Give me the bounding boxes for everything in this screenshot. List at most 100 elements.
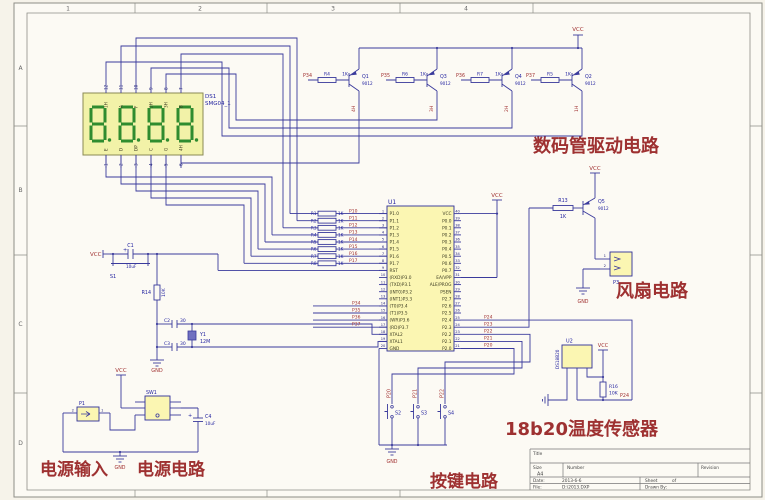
wire — [391, 348, 515, 404]
pullup-net-label: P17 — [349, 258, 358, 264]
mcu-pin-name: EA/VPP — [436, 275, 452, 281]
mcu-pin-name: GND — [390, 346, 401, 352]
mcu-pin-name: P2.7 — [442, 296, 452, 302]
mcu-pin-name: P0.7 — [442, 268, 452, 274]
sensor-net-label: P24 — [620, 393, 629, 399]
display-bottom-pin-name: G — [164, 148, 169, 151]
mcu-pin-name: P0.5 — [442, 254, 452, 260]
power-connector-arrow — [81, 411, 91, 417]
pullup-value: 1K — [338, 240, 344, 245]
display-top-pin-name: F — [134, 105, 139, 108]
driver-net-label: P36 — [456, 73, 465, 79]
pullup-ref: R6 — [311, 247, 317, 252]
mcu-pin-name: P1.2 — [390, 225, 400, 231]
pullup-net-label: P10 — [349, 208, 358, 214]
power-gnd-label: GND — [115, 465, 126, 471]
resistor-r16-ref: R16 — [609, 384, 618, 390]
mcu-pin-name: P1.5 — [390, 247, 400, 253]
mcu-pin-name: P0.6 — [442, 261, 452, 267]
titleblock-of-label: of — [672, 478, 677, 484]
resistor-r13-ref: R13 — [558, 198, 567, 204]
sensor-part: DS18B20 — [555, 349, 560, 369]
pullup-resistor-body — [317, 217, 337, 224]
junction-dot — [155, 322, 159, 326]
fan-connector-body — [609, 251, 633, 277]
cap-c1-value: 10uF — [126, 264, 137, 269]
driver-net-label: P34 — [303, 73, 312, 79]
mcu-pin-name: P1.0 — [390, 211, 400, 217]
titleblock-drawn-label: Drawn By: — [645, 485, 667, 491]
driver-resistor-value: 1K — [342, 72, 349, 78]
mcu-pin-name: VCC — [443, 211, 452, 217]
display-bottom-pin-number: 4 — [149, 163, 154, 166]
pullup-net-label: P11 — [349, 216, 358, 222]
fan-gnd-label: GND — [578, 299, 589, 305]
display-bottom-pin-name: E — [104, 148, 109, 151]
mcu-pin-number: 7 — [382, 252, 384, 256]
mcu-pin-number: 19 — [381, 337, 386, 341]
power-switch-ref: SW1 — [146, 390, 157, 396]
transistor-collector — [348, 83, 360, 92]
button-net-label: P22 — [440, 389, 446, 398]
mcu-pin-name: RST — [390, 268, 399, 274]
transistor-emitter-arrow — [504, 71, 510, 76]
junction-dot — [118, 450, 122, 454]
titleblock-date-label: Date: — [533, 478, 545, 484]
mcu-pin-name: P0.3 — [442, 240, 452, 246]
titleblock-size-label: Size — [533, 465, 542, 471]
junction-dot — [190, 345, 194, 349]
zone-labels: 1 2 3 4 A B C D — [18, 6, 468, 448]
button-lever — [410, 404, 414, 419]
pullup-resistor-body — [317, 246, 337, 252]
pullup-ref: R5 — [311, 240, 317, 245]
button-ref: S3 — [421, 411, 427, 417]
keypad-gnd-label: GND — [387, 459, 398, 465]
driver-resistor-body — [317, 77, 337, 83]
mcu-pin-name: P2.5 — [442, 311, 452, 317]
display-top-pin-number: 9 — [149, 87, 154, 90]
mcu-pin-name: P1.4 — [390, 240, 400, 246]
p2-net-label: P22 — [484, 329, 493, 335]
sensor-body — [561, 344, 593, 369]
mcu-pin-name: (RXD)P3.0 — [390, 275, 412, 281]
mcu-pin-number: 24 — [455, 323, 460, 327]
zone-ticks — [14, 3, 762, 497]
wire — [165, 73, 438, 121]
fan-conn-ref: P3 — [613, 280, 619, 286]
generated-components: 121H1E11A2D10F3DP92H4C83H5G7B64H1P1.040V… — [89, 71, 596, 419]
mcu-pin-number: 40 — [455, 209, 460, 213]
crystal-y1-value: 12M — [200, 339, 210, 345]
transistor-emitter-arrow — [584, 201, 590, 205]
zone-row-d: D — [18, 440, 23, 447]
pullup-resistor-body — [317, 232, 337, 238]
display-bottom-pin-name: D — [119, 148, 124, 151]
pullup-resistor-body — [317, 253, 337, 260]
pullup-resistor-body — [317, 260, 337, 267]
mcu-pin-name: P1.7 — [390, 261, 400, 267]
wire — [586, 368, 603, 378]
cap-c2-value: 30 — [180, 318, 186, 324]
mcu-pin-number: 15 — [381, 309, 386, 313]
transistor-q5-ref: Q5 — [598, 199, 605, 205]
mcu-pin-name: P2.3 — [442, 325, 452, 331]
display-decimal-point — [136, 138, 141, 142]
crystal-y1-body — [187, 330, 197, 341]
driver-common-net-label: 3H — [429, 106, 435, 112]
button-terminal — [443, 415, 447, 419]
sensor-vcc-symbol: VCC — [598, 343, 609, 349]
wire — [120, 155, 266, 242]
fan-vcc-symbol: VCC — [589, 166, 601, 172]
transistor-collector — [426, 83, 438, 92]
junction-dot — [601, 375, 605, 379]
titleblock-date-value: 2013-6-6 — [562, 478, 582, 484]
driver-transistor-ref: Q2 — [585, 74, 592, 80]
power-conn-pin2: 2 — [72, 408, 75, 413]
mcu-pin-name: P2.2 — [442, 332, 452, 338]
display-top-pin-number: 11 — [119, 84, 124, 90]
mcu-pin-number: 6 — [382, 245, 385, 249]
driver-transistor-ref: Q4 — [515, 74, 522, 80]
driver-transistor-part: 9012 — [515, 81, 526, 86]
mcu-pin-number: 10 — [381, 273, 386, 277]
display-bottom-pin-number: 3 — [134, 163, 139, 166]
power-switch-body — [144, 395, 171, 421]
